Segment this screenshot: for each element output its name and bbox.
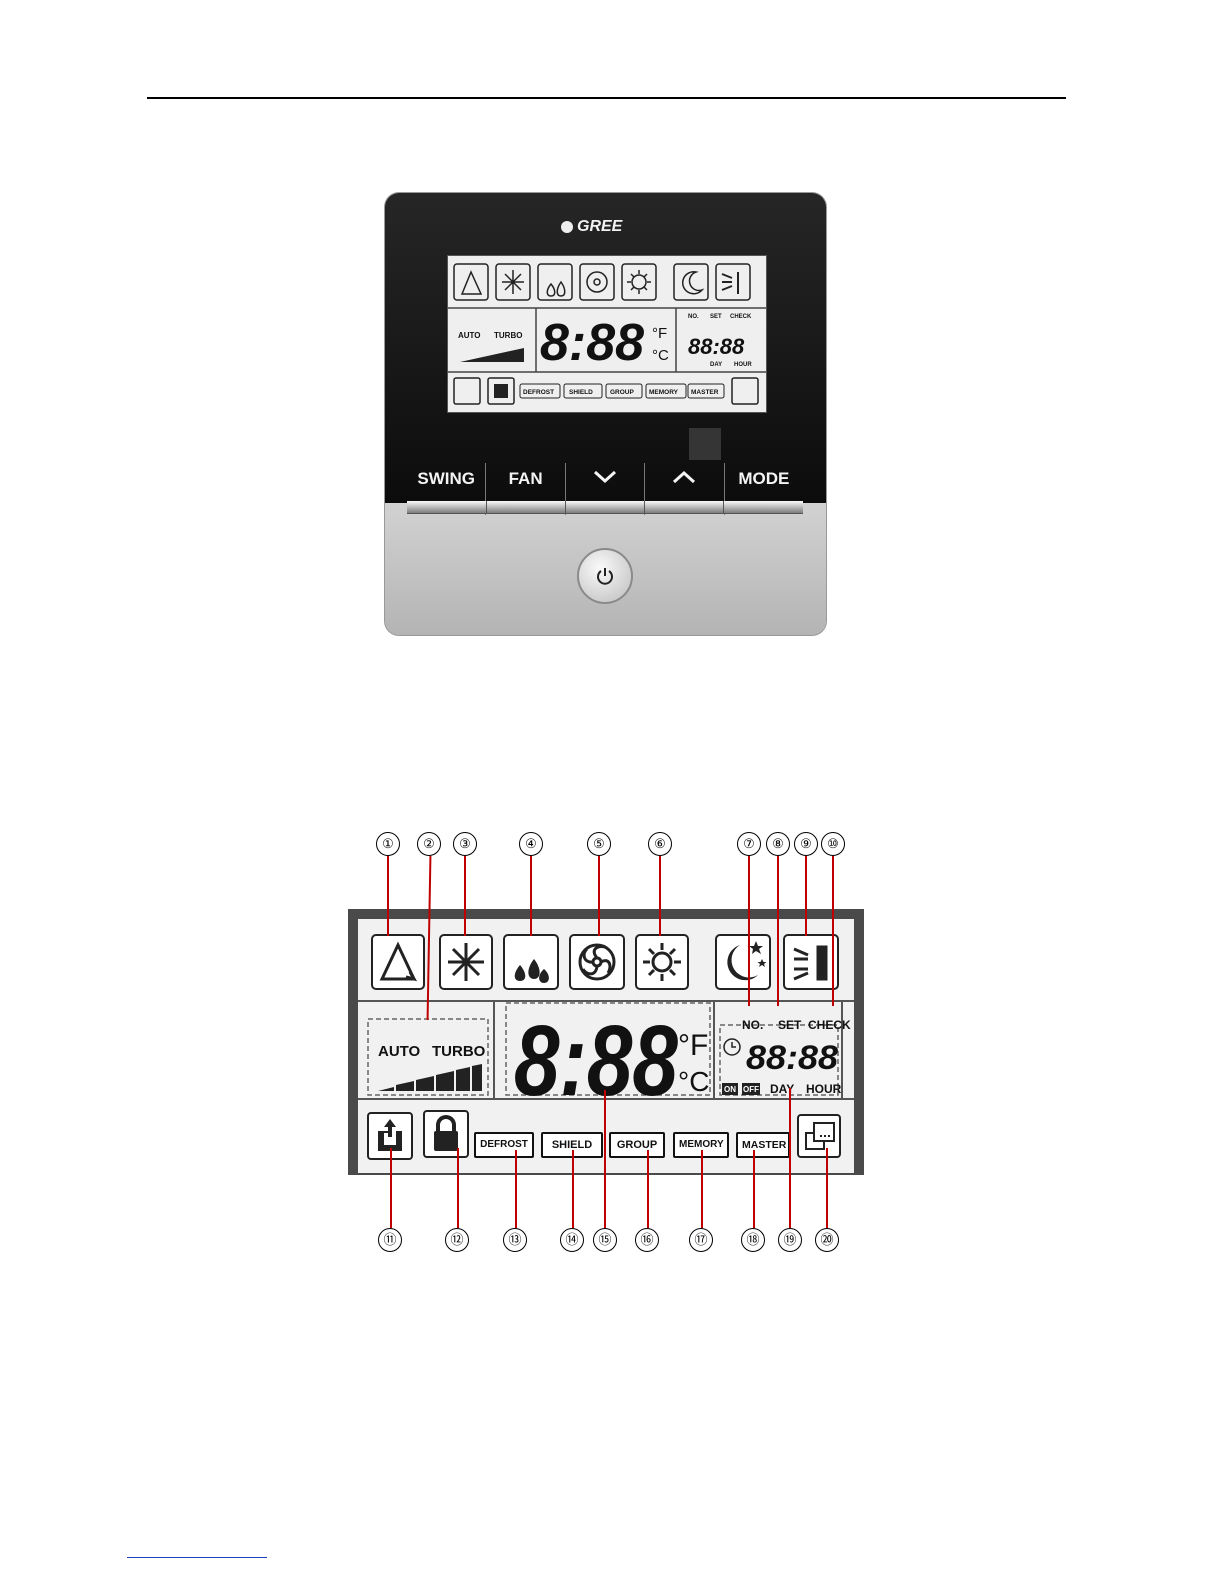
power-button[interactable] xyxy=(577,548,633,604)
brand-mark-icon xyxy=(561,221,573,233)
callout-5: ⑤ xyxy=(587,832,611,856)
wired-controller: GREE xyxy=(385,193,826,635)
leader-12 xyxy=(457,1148,459,1228)
callout-1: ① xyxy=(376,832,400,856)
callout-7: ⑦ xyxy=(737,832,761,856)
small-group-label: GROUP xyxy=(610,389,635,396)
callout-6: ⑥ xyxy=(648,832,672,856)
callout-13: ⑬ xyxy=(503,1228,527,1252)
leader-17 xyxy=(701,1150,703,1228)
footer-rule xyxy=(127,1557,267,1558)
button-edge-bar xyxy=(407,501,803,514)
leader-6 xyxy=(659,856,661,936)
leader-5 xyxy=(598,856,600,936)
chevron-down-icon xyxy=(592,469,618,485)
power-icon xyxy=(595,566,615,586)
leader-19 xyxy=(789,1088,791,1228)
leader-15 xyxy=(604,1090,606,1228)
clock-icon xyxy=(724,1039,740,1055)
callout-16: ⑯ xyxy=(635,1228,659,1252)
small-turbo-label: TURBO xyxy=(494,331,522,340)
controller-lcd-graphic: 8:88 °F °C 88:88 AUTO TURBO NO. SET CHEC… xyxy=(448,256,766,412)
callout-15: ⑮ xyxy=(593,1228,617,1252)
timer-hour-label: HOUR xyxy=(806,1082,842,1096)
small-master-label: MASTER xyxy=(691,389,719,396)
brand-logo: GREE xyxy=(561,217,641,237)
snowflake-icon xyxy=(448,943,484,981)
group-indicator: GROUP xyxy=(609,1132,665,1158)
lcd-diagram-panel: AUTO TURBO 8:88 °F °C NO. SET CHECK 88:8… xyxy=(348,909,864,1474)
timer-on-label: ON xyxy=(724,1085,736,1094)
timer-check-label: CHECK xyxy=(808,1018,851,1032)
brand-name: GREE xyxy=(577,218,622,236)
leader-4 xyxy=(530,856,532,936)
timer-no-label: NO. xyxy=(742,1018,763,1032)
callout-9: ⑨ xyxy=(794,832,818,856)
unit-celsius: °C xyxy=(678,1066,709,1097)
fan-speed-bar-icon xyxy=(378,1064,482,1091)
controller-lcd: 8:88 °F °C 88:88 AUTO TURBO NO. SET CHEC… xyxy=(447,255,767,413)
callout-20: ⑳ xyxy=(815,1228,839,1252)
callout-4: ④ xyxy=(519,832,543,856)
small-memory-label: MEMORY xyxy=(649,389,679,396)
callout-14: ⑭ xyxy=(560,1228,584,1252)
callout-18: ⑱ xyxy=(741,1228,765,1252)
callout-11: ⑪ xyxy=(378,1228,402,1252)
leader-18 xyxy=(753,1150,755,1228)
small-hour-label: HOUR xyxy=(734,362,752,368)
leader-1 xyxy=(387,856,389,936)
fan-auto-label: AUTO xyxy=(378,1043,421,1060)
leader-20 xyxy=(826,1148,828,1228)
defrost-indicator: DEFROST xyxy=(474,1132,534,1158)
mode-button-label: MODE xyxy=(738,469,789,488)
small-set-label: SET xyxy=(710,314,722,320)
leader-13 xyxy=(515,1150,517,1228)
leader-3 xyxy=(464,856,466,936)
small-shield-label: SHIELD xyxy=(569,389,593,396)
svg-text:°F: °F xyxy=(652,325,667,342)
unit-fahrenheit: °F xyxy=(678,1029,708,1062)
callout-10: ⑩ xyxy=(821,832,845,856)
leader-16 xyxy=(647,1150,649,1228)
callout-17: ⑰ xyxy=(689,1228,713,1252)
fan-button-label: FAN xyxy=(509,469,543,488)
leader-7 xyxy=(748,856,750,1006)
leader-9 xyxy=(805,856,807,936)
leader-8 xyxy=(777,856,779,1006)
swing-button-label: SWING xyxy=(417,469,475,488)
callout-19: ⑲ xyxy=(778,1228,802,1252)
timer-set-label: SET xyxy=(778,1018,802,1032)
lcd-screen: AUTO TURBO 8:88 °F °C NO. SET CHECK 88:8… xyxy=(358,919,854,1173)
small-no-label: NO. xyxy=(688,314,699,320)
svg-text:8:88: 8:88 xyxy=(540,314,644,372)
small-auto-label: AUTO xyxy=(458,331,481,340)
master-indicator: MASTER xyxy=(736,1132,790,1158)
small-check-label: CHECK xyxy=(730,314,752,320)
leader-10 xyxy=(832,856,834,1006)
header-rule xyxy=(147,97,1066,99)
small-defrost-label: DEFROST xyxy=(523,389,554,396)
callout-2: ② xyxy=(417,832,441,856)
small-day-label: DAY xyxy=(710,362,722,368)
timer-off-label: OFF xyxy=(743,1085,759,1094)
fan-turbo-label: TURBO xyxy=(432,1043,486,1060)
leader-11 xyxy=(390,1148,392,1228)
timer-digits: 88:88 xyxy=(746,1039,838,1077)
svg-text:°C: °C xyxy=(652,347,669,364)
leader-14 xyxy=(572,1150,574,1228)
callout-3: ③ xyxy=(453,832,477,856)
callout-12: ⑫ xyxy=(445,1228,469,1252)
temperature-digits: 8:88 xyxy=(514,1005,678,1117)
svg-text:88:88: 88:88 xyxy=(688,334,745,359)
chevron-up-icon xyxy=(671,469,697,485)
ir-receiver-window xyxy=(689,428,721,460)
callout-8: ⑧ xyxy=(766,832,790,856)
